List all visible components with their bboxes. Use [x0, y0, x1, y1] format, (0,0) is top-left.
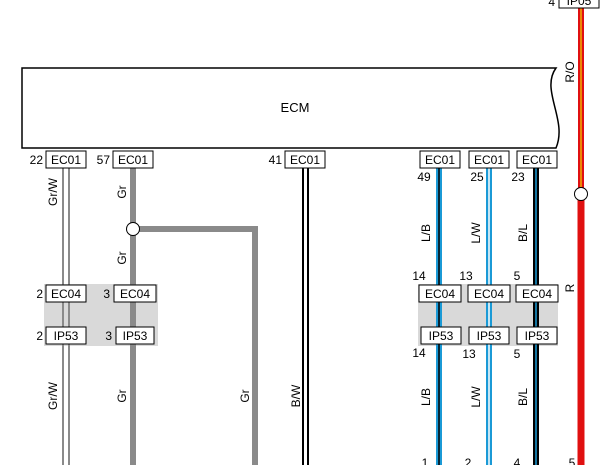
connector-label: EC01 [51, 153, 81, 167]
connector-label: EC01 [425, 153, 455, 167]
connector-label: EC04 [522, 287, 552, 301]
wire-color-label: L/W [469, 386, 483, 408]
connector-ip53-gr: IP53 3 [105, 326, 155, 345]
connector-ip05: IP05 4 [548, 0, 600, 9]
connector-ec04-b-l: EC04 5 [514, 269, 559, 303]
wire-color-label: Gr [115, 389, 129, 402]
connector-label: IP53 [123, 329, 148, 343]
wire-color-label: Gr [115, 185, 129, 198]
wire-color-label: R [563, 283, 577, 292]
pin-number: 13 [459, 269, 473, 283]
connector-label: EC04 [425, 287, 455, 301]
wire-color-label: B/L [516, 388, 530, 406]
pin-number: 49 [417, 170, 431, 184]
pin-number: 1 [422, 456, 429, 465]
connector-ec04-l-w: EC04 13 [459, 269, 511, 303]
pin-number: 2 [465, 456, 472, 465]
connector-ec04-l-b: EC04 14 [412, 269, 462, 303]
pin-number: 5 [569, 456, 576, 465]
connector-label: EC04 [120, 287, 150, 301]
connector-ec04-gr-w: EC04 2 [36, 284, 87, 303]
splice-point [574, 187, 588, 201]
connector-label: EC01 [118, 153, 148, 167]
connector-ip53-gr-w: IP53 2 [36, 326, 87, 345]
wire-color-label: L/B [419, 224, 433, 242]
connector-ip53-b-l: IP53 5 [514, 326, 558, 361]
pin-number: 13 [462, 347, 476, 361]
pin-number: 3 [103, 287, 110, 301]
connector-label: EC04 [474, 287, 504, 301]
wire-color-label: Gr [238, 389, 252, 402]
connector-ip53-l-w: IP53 13 [462, 326, 510, 361]
wire-color-label: L/B [419, 388, 433, 406]
wire-color-label: Gr/W [46, 177, 60, 206]
connector-label: EC01 [474, 153, 504, 167]
pin-number: 4 [514, 456, 521, 465]
wire-color-label: Gr/W [46, 381, 60, 410]
ecm-label: ECM [281, 100, 310, 115]
connector-label: IP53 [429, 329, 454, 343]
wire-r [574, 8, 588, 465]
wire-color-label: B/L [516, 224, 530, 242]
wire-color-label: L/W [469, 222, 483, 244]
connector-ec01-l-b: EC01 49 [417, 150, 461, 184]
connector-ec01-gr-w: EC01 22 [30, 150, 87, 169]
pin-number: 5 [514, 347, 521, 361]
splice-point [126, 222, 140, 236]
pin-number: 57 [97, 153, 111, 167]
connector-ec01-b-w: EC01 41 [269, 150, 326, 169]
connector-label: EC01 [290, 153, 320, 167]
pin-number: 5 [514, 269, 521, 283]
pin-number: 3 [105, 329, 112, 343]
ecm-box [21, 67, 560, 149]
connector-label: IP53 [54, 329, 79, 343]
connector-label: IP05 [567, 0, 592, 8]
pin-number: 2 [36, 329, 43, 343]
connector-label: IP53 [525, 329, 550, 343]
pin-number: 22 [30, 153, 44, 167]
connector-ec01-b-l: EC01 23 [511, 150, 558, 184]
connector-ip53-l-b: IP53 14 [412, 326, 462, 360]
wire-color-label: B/W [289, 384, 303, 407]
pin-number: 23 [511, 170, 525, 184]
connector-ec01-gr: EC01 57 [97, 150, 154, 169]
wire-color-label: Gr [115, 251, 129, 264]
pin-number: 2 [36, 287, 43, 301]
connector-label: EC01 [522, 153, 552, 167]
connector-label: IP53 [477, 329, 502, 343]
connector-ec01-l-w: EC01 25 [468, 150, 510, 184]
pin-number: 41 [269, 153, 283, 167]
pin-number: 14 [412, 269, 426, 283]
pin-number: 4 [548, 0, 555, 9]
wire-color-label: R/O [563, 61, 577, 82]
pin-number: 14 [412, 346, 426, 360]
connector-label: EC04 [51, 287, 81, 301]
wire-b-w [302, 168, 309, 465]
connector-ec04-gr: EC04 3 [103, 284, 157, 303]
pin-number: 25 [470, 170, 484, 184]
